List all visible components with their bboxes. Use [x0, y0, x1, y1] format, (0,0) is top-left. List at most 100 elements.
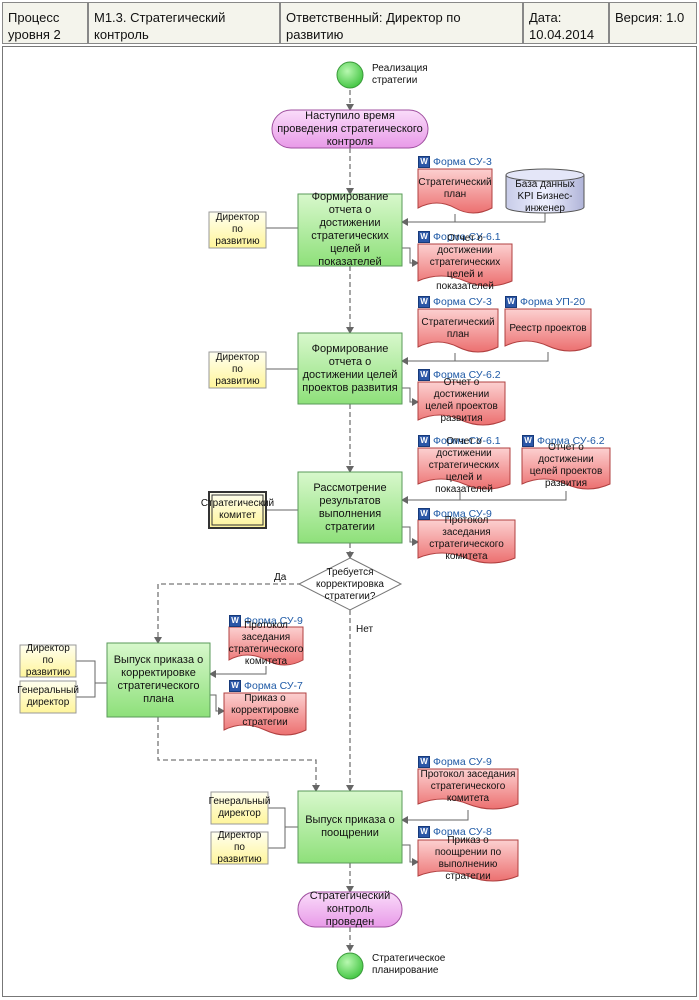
end-event-circle: [336, 952, 364, 980]
link-p3-d3c: [402, 526, 419, 546]
info-connectors: [76, 212, 567, 866]
doc-d3b-label: Отчет о достижении целей проектов развит…: [529, 442, 603, 489]
form-link-f1b-label: Форма СУ-6.1: [433, 231, 501, 243]
end-state-shape: [297, 891, 403, 928]
doc-d3c-shape: [417, 519, 516, 564]
doc-d5b-shape: [417, 839, 519, 882]
doc-d1a-label: Стратегический план: [418, 177, 492, 200]
doc-d3a-label: Отчет о достижении стратегических целей …: [428, 436, 500, 495]
doc-d2b-label: Реестр проектов: [509, 323, 587, 334]
start-event-label: Реализация стратегии: [372, 63, 428, 86]
doc-d3b-shape: [521, 447, 611, 490]
role-r4b-label: Генеральный директор: [17, 685, 79, 708]
form-link-f5b-label: Форма СУ-8: [433, 826, 492, 838]
link-p1-d1b: [402, 247, 419, 267]
process-1-label: Формирование отчета о достижении стратег…: [311, 191, 389, 268]
doc-d5b-label: Приказ о поощрении по выполнению стратег…: [434, 834, 502, 882]
word-doc-icon: W: [418, 756, 430, 768]
word-doc-icon: W: [505, 296, 517, 308]
doc-d2b-shape: [504, 308, 592, 352]
role-r3-label: Стратегический комитет: [200, 498, 275, 521]
connector-p4-p5: [157, 717, 320, 792]
process-4-shape: [106, 642, 211, 718]
start-state-shape: [271, 109, 429, 149]
database-label: База данных KPI Бизнес-инженер: [515, 179, 575, 214]
doc-d4b-shape: [223, 692, 307, 736]
end-state-label: Стратегический контроль проведен: [309, 890, 391, 928]
owner-cell: Ответственный: Директор по развитию: [280, 2, 523, 44]
link-d2a-p2: [401, 353, 456, 365]
doc-d3a-shape: [417, 447, 511, 490]
decision-no-label: Нет: [356, 624, 374, 635]
process-level-cell: Процесс уровня 2: [2, 2, 88, 44]
start-state-label: Наступило время проведения стратегическо…: [277, 109, 423, 148]
role-r5b-label: Директор по развитию: [217, 830, 262, 865]
process-2-shape: [297, 332, 403, 405]
doc-d2a-shape: [417, 308, 499, 353]
role-r1-label: Директор по развитию: [215, 212, 260, 247]
word-doc-icon: W: [418, 156, 430, 168]
doc-d4a-label: Протокол заседания стратегического комит…: [228, 620, 304, 667]
link-p5-d5b: [402, 844, 419, 866]
role-r5a-label: Генеральный директор: [208, 796, 271, 819]
end-event-label: Стратегическое планирование: [372, 953, 446, 976]
role-r3-inner: [211, 494, 264, 526]
link-d4a-p4: [209, 666, 267, 678]
link-d2b-p2: [455, 352, 549, 362]
form-link-f2c-label: Форма СУ-6.2: [433, 369, 501, 381]
word-doc-icon: W: [418, 435, 430, 447]
role-r4b-shape: [19, 680, 77, 714]
role-r4a-shape: [19, 644, 77, 678]
link-p4-d4b: [210, 694, 225, 715]
role-r2-label: Директор по развитию: [215, 352, 260, 387]
word-doc-icon: W: [229, 680, 241, 692]
role-r2-shape: [208, 351, 267, 389]
form-link-f3b-label: Форма СУ-6.2: [537, 435, 605, 447]
role-r1-shape: [208, 211, 267, 249]
flow-connectors: [154, 90, 354, 952]
process-title-cell: М1.3. Стратегический контроль: [88, 2, 280, 44]
decision-label: Требуется корректировка стратегии?: [316, 567, 384, 602]
connector-yes: [154, 583, 326, 644]
form-link-f2a-label: Форма СУ-3: [433, 296, 492, 308]
version-cell: Версия: 1.0: [609, 2, 697, 44]
link-p2-d2c: [402, 387, 419, 406]
form-link-f3c-label: Форма СУ-9: [433, 508, 492, 520]
documents: [223, 168, 611, 882]
word-doc-icon: W: [418, 508, 430, 520]
form-link-f5a-label: Форма СУ-9: [433, 756, 492, 768]
link-role-r4b: [76, 683, 96, 698]
word-doc-icon: W: [522, 435, 534, 447]
link-role-r5b: [268, 827, 286, 849]
form-link-f4b-label: Форма СУ-7: [244, 680, 303, 692]
role-r5b-shape: [210, 831, 269, 865]
form-link-f4a-label: Форма СУ-9: [244, 615, 303, 627]
process-5-shape: [297, 790, 403, 864]
word-doc-icon: W: [229, 615, 241, 627]
doc-d1b-label: Отчет о достижении стратегических целей …: [429, 233, 501, 292]
date-cell: Дата: 10.04.2014: [523, 2, 609, 44]
form-link-f3a-label: Форма СУ-6.1: [433, 435, 501, 447]
word-doc-icon: W: [418, 826, 430, 838]
decision-yes-label: Да: [274, 572, 287, 583]
process-5-label: Выпуск приказа о поощрении: [305, 814, 395, 839]
link-d5a-p5: [401, 810, 469, 824]
doc-d1a-shape: [417, 168, 493, 214]
diagram-frame: [2, 46, 697, 997]
word-doc-icon: W: [418, 369, 430, 381]
word-doc-icon: W: [418, 231, 430, 243]
